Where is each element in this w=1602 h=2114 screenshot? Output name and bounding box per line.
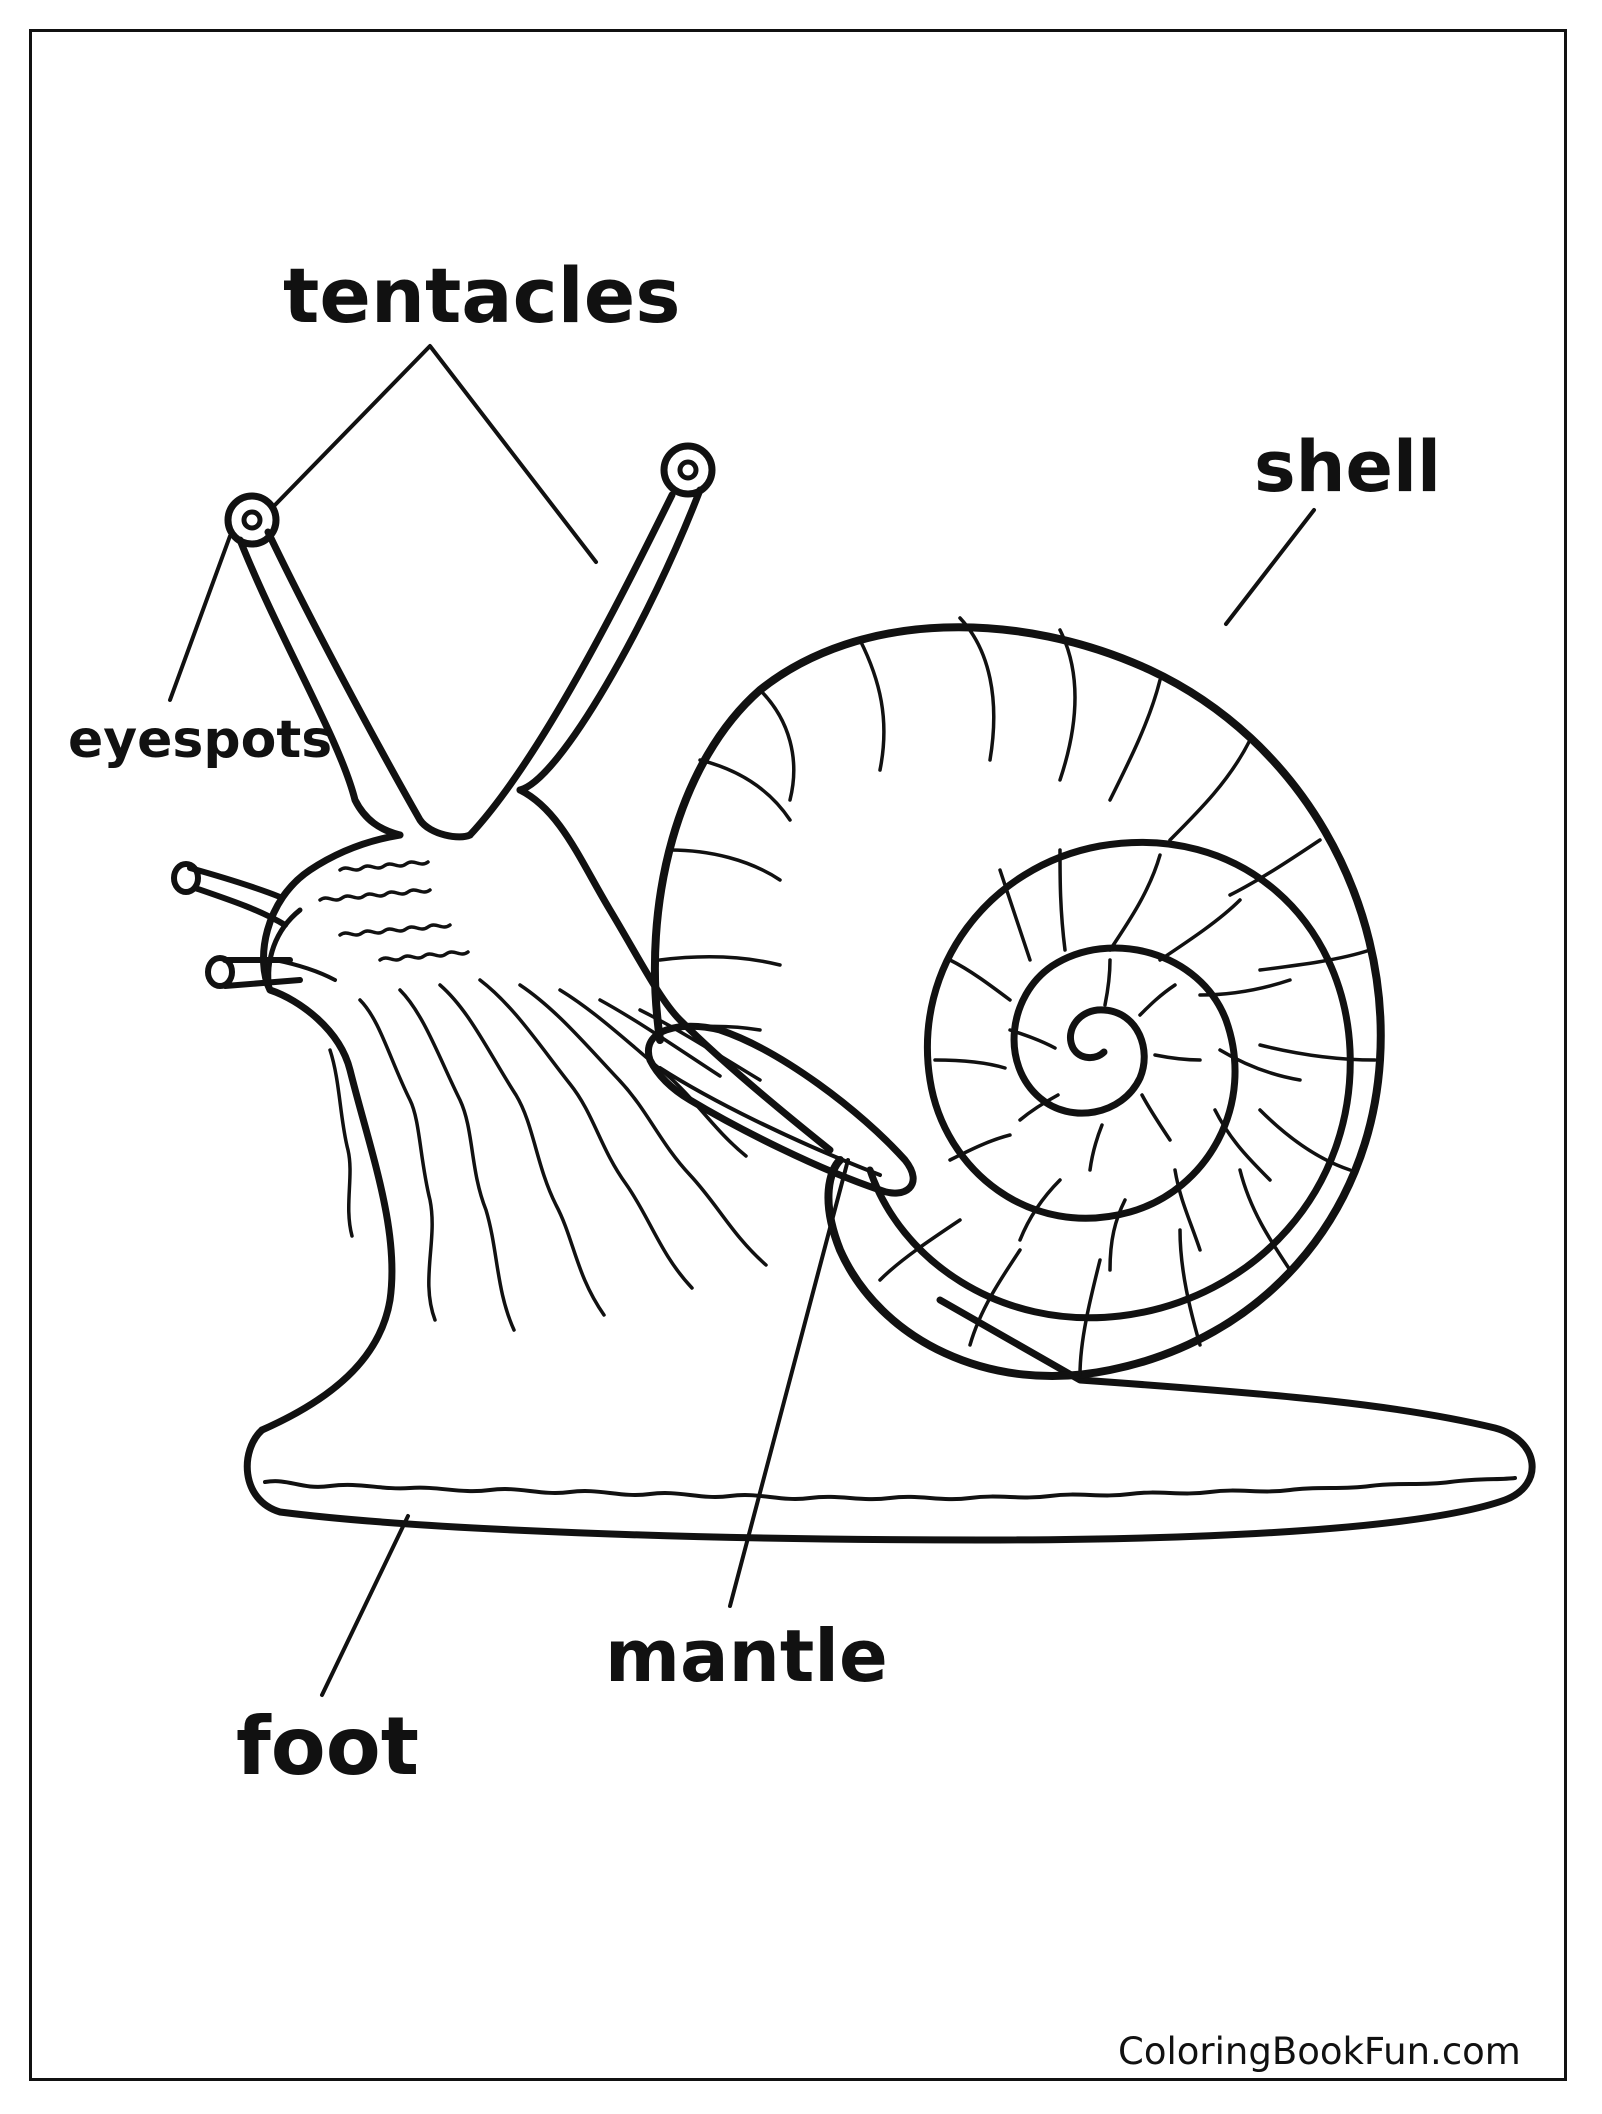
mantle-label: mantle	[605, 1614, 888, 1698]
shell-spiral	[866, 838, 1354, 1322]
site-watermark: ColoringBookFun.com	[1118, 2030, 1521, 2073]
eyespots-label: eyespots	[68, 710, 333, 770]
snail-body	[258, 831, 404, 1434]
shell-ribs	[658, 616, 1377, 1377]
snail-foot	[243, 1296, 1536, 1544]
shell-label: shell	[1254, 426, 1441, 508]
lower-tentacle-top	[187, 865, 288, 928]
mantle-leader	[728, 1158, 850, 1608]
eyespots-leader	[168, 534, 232, 702]
lower-tentacle-top-tip	[171, 861, 201, 895]
lower-tentacle-bottom-tip	[205, 955, 235, 989]
left-eye-stalk	[236, 528, 474, 841]
right-eye-stalk	[466, 486, 704, 839]
foot-leader	[320, 1514, 410, 1697]
foot-label: foot	[236, 1700, 419, 1793]
leader-lines	[168, 344, 1316, 1697]
shell-leader	[1224, 508, 1316, 626]
right-eyespot-inner	[677, 459, 699, 481]
foot-wave	[263, 1476, 1517, 1502]
tentacles-label: tentacles	[283, 251, 681, 340]
left-eyespot-inner	[241, 509, 263, 531]
tentacles-leader	[272, 344, 598, 564]
snail-mantle	[644, 1022, 917, 1197]
right-eyespot-outer	[660, 442, 716, 498]
left-eyespot-outer	[224, 492, 280, 548]
body-texture	[318, 860, 768, 1332]
